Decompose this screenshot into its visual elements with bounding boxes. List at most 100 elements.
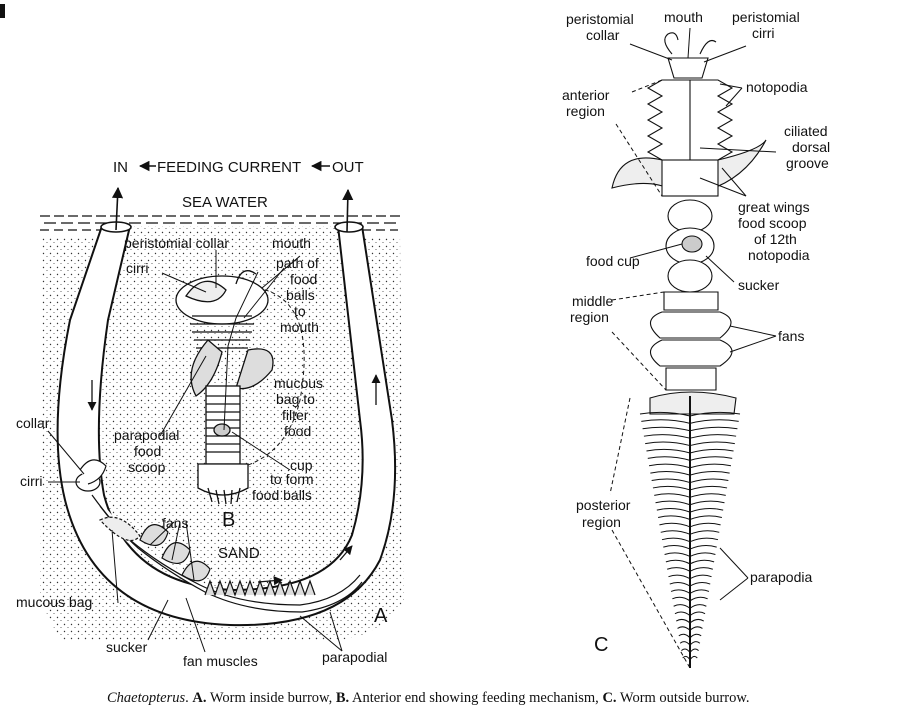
- parapodium: [679, 641, 691, 646]
- parapodium: [689, 508, 724, 513]
- label-mucous-bag-a: mucous bag: [16, 594, 92, 610]
- label-great-wings-4: notopodia: [748, 247, 810, 263]
- parapodium: [689, 478, 729, 484]
- label-path-2: food: [290, 271, 317, 287]
- label-peristomial-cirri-1: peristomial: [732, 9, 800, 25]
- parapodium: [689, 441, 735, 447]
- caption-a-key: A.: [192, 690, 207, 706]
- parapodium: [672, 596, 691, 602]
- panel-letter-b: B: [222, 509, 235, 531]
- parapodium: [642, 426, 691, 432]
- label-cirri-a: cirri: [20, 473, 43, 489]
- label-sea-water: SEA WATER: [182, 194, 268, 211]
- parapodium: [667, 567, 691, 572]
- parapodium: [689, 500, 725, 506]
- parapodium: [669, 581, 691, 587]
- label-notopodia: notopodia: [746, 79, 808, 95]
- parapodium: [689, 515, 723, 520]
- label-peristomial-collar-b: peristomial collar: [124, 235, 229, 251]
- parapodium: [689, 434, 737, 439]
- parapodium: [646, 448, 691, 454]
- label-mucous-3: filter: [282, 407, 309, 423]
- parapodium: [689, 589, 710, 594]
- panel-b-leaders: [159, 250, 301, 471]
- label-posterior-region-1: posterior: [576, 497, 631, 513]
- parapodium: [677, 626, 691, 631]
- worm-whole: [611, 32, 767, 668]
- label-feeding-current: FEEDING CURRENT: [157, 159, 301, 176]
- parapodium: [689, 522, 721, 528]
- label-cup-2: to form: [270, 471, 314, 487]
- panel-letter-c: C: [594, 634, 608, 656]
- label-path-1: path of: [276, 255, 319, 271]
- label-scoop-1: parapodial: [114, 427, 179, 443]
- label-anterior-region-1: anterior: [562, 87, 610, 103]
- parapodium: [689, 485, 728, 491]
- label-great-wings-2: food scoop: [738, 215, 807, 231]
- label-sucker-c: sucker: [738, 277, 780, 293]
- label-middle-region-2: region: [570, 309, 609, 325]
- parapodium: [689, 530, 720, 535]
- parapodium: [645, 441, 691, 447]
- label-middle-region-1: middle: [572, 293, 613, 309]
- label-path-4: to: [294, 303, 306, 319]
- label-sucker-a: sucker: [106, 639, 148, 655]
- label-ciliated-2: dorsal: [792, 139, 830, 155]
- parapodium: [665, 559, 691, 565]
- label-great-wings-1: great wings: [738, 199, 810, 215]
- parapodium: [689, 544, 717, 550]
- panel-c-leaders: [629, 27, 777, 601]
- figure-caption: Chaetopterus. A. Worm inside burrow, B. …: [107, 690, 750, 706]
- inflow-arrow: [111, 186, 124, 231]
- parapodium: [689, 626, 703, 631]
- label-path-5: mouth: [280, 319, 319, 335]
- parapodium: [661, 537, 691, 543]
- parapodium: [656, 508, 691, 513]
- parapodium: [689, 581, 711, 587]
- label-peristomial-cirri-2: cirri: [752, 25, 775, 41]
- parapodium: [689, 419, 739, 424]
- panel-b: peristomial collar mouth cirri path of f…: [114, 235, 323, 531]
- panel-c: peristomial collar mouth peristomial cir…: [562, 9, 830, 669]
- corner-mark: [0, 4, 5, 18]
- parapodium: [689, 574, 712, 580]
- parapodium: [654, 493, 691, 498]
- parapodium: [689, 537, 719, 543]
- label-mouth-b: mouth: [272, 235, 311, 251]
- label-cup-3: food balls: [252, 487, 312, 503]
- label-out: OUT: [332, 159, 364, 176]
- parapodium: [689, 493, 726, 498]
- caption-b-text: Anterior end showing feeding mechanism,: [351, 690, 599, 706]
- label-mouth-c: mouth: [664, 9, 703, 25]
- label-peristomial-collar-c-1: peristomial: [566, 11, 634, 27]
- parapodium: [689, 552, 716, 557]
- label-food-cup: food cup: [586, 253, 640, 269]
- parapodium: [682, 655, 691, 661]
- parapodium: [675, 618, 691, 624]
- panel-c-region-brackets: [609, 79, 691, 669]
- parapodium: [689, 456, 733, 461]
- label-scoop-3: scoop: [128, 459, 166, 475]
- parapodium: [681, 648, 691, 653]
- worm-in-burrow: [75, 459, 363, 613]
- parapodium: [689, 611, 706, 617]
- caption-a-text: Worm inside burrow,: [209, 690, 333, 706]
- label-anterior-region-2: region: [566, 103, 605, 119]
- tube-opening-right: [334, 221, 364, 233]
- parapodium: [668, 574, 691, 580]
- parapodium: [650, 471, 691, 476]
- parapodium: [652, 485, 691, 491]
- label-ciliated-1: ciliated: [784, 123, 828, 139]
- parapodium: [689, 411, 741, 417]
- parapodium: [689, 596, 708, 602]
- label-parapodial-a: parapodial: [322, 649, 387, 665]
- label-sand: SAND: [218, 545, 260, 562]
- parapodium: [689, 618, 705, 624]
- label-cup-1: cup: [290, 457, 313, 473]
- label-great-wings-3: of 12th: [754, 231, 797, 247]
- parapodium: [655, 500, 691, 506]
- posterior-parapodia: [639, 411, 741, 661]
- parapodium: [643, 434, 691, 439]
- caption-genus: Chaetopterus: [107, 690, 186, 706]
